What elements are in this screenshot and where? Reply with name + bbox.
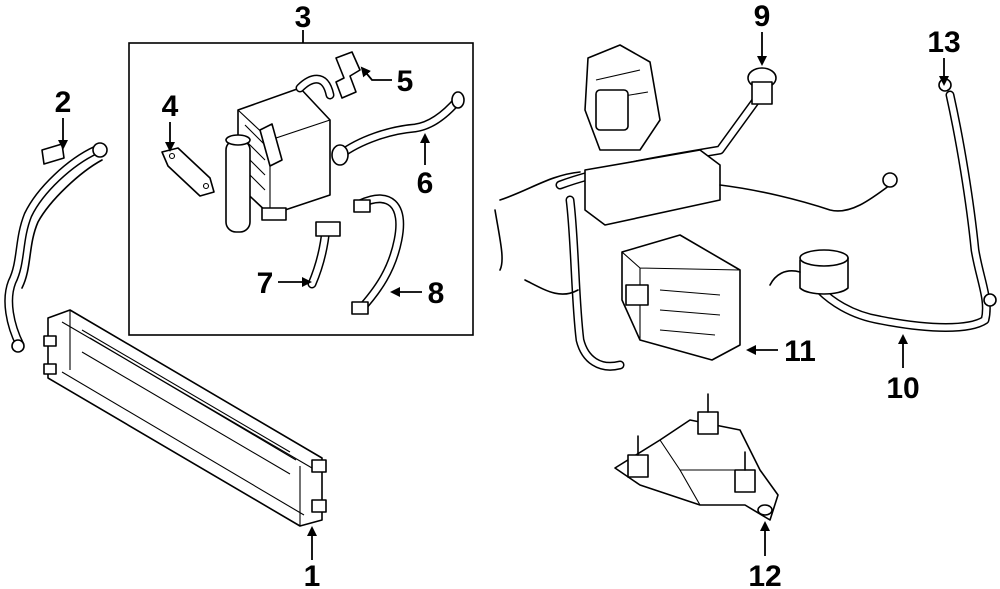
callout-5-leader bbox=[360, 66, 392, 81]
callout-5: 5 bbox=[397, 65, 414, 98]
part-2-tube bbox=[4, 142, 108, 353]
callout-4: 4 bbox=[162, 90, 179, 123]
part-8-hose bbox=[351, 194, 405, 315]
part-11-compressor-assembly bbox=[494, 44, 898, 371]
callout-9: 9 bbox=[754, 0, 771, 33]
part-1-cooler bbox=[43, 309, 327, 527]
part-6-hose bbox=[331, 91, 465, 166]
callout-1: 1 bbox=[304, 560, 321, 589]
callout-13: 13 bbox=[927, 26, 960, 59]
part-5-bracket bbox=[335, 51, 361, 99]
assembly-group-box bbox=[128, 42, 474, 336]
callout-10: 10 bbox=[886, 372, 919, 405]
callout-12: 12 bbox=[748, 560, 781, 589]
callout-2: 2 bbox=[55, 86, 72, 119]
callout-7: 7 bbox=[257, 267, 274, 300]
part-10-line bbox=[769, 78, 997, 332]
callout-8: 8 bbox=[428, 277, 445, 310]
part-4-bracket bbox=[161, 147, 215, 197]
callout-11: 11 bbox=[784, 335, 816, 368]
part-3-module bbox=[225, 74, 335, 233]
callout-6: 6 bbox=[417, 167, 434, 200]
part-7-tube bbox=[307, 221, 341, 289]
callout-3: 3 bbox=[295, 1, 312, 34]
part-12-mount bbox=[614, 393, 779, 521]
